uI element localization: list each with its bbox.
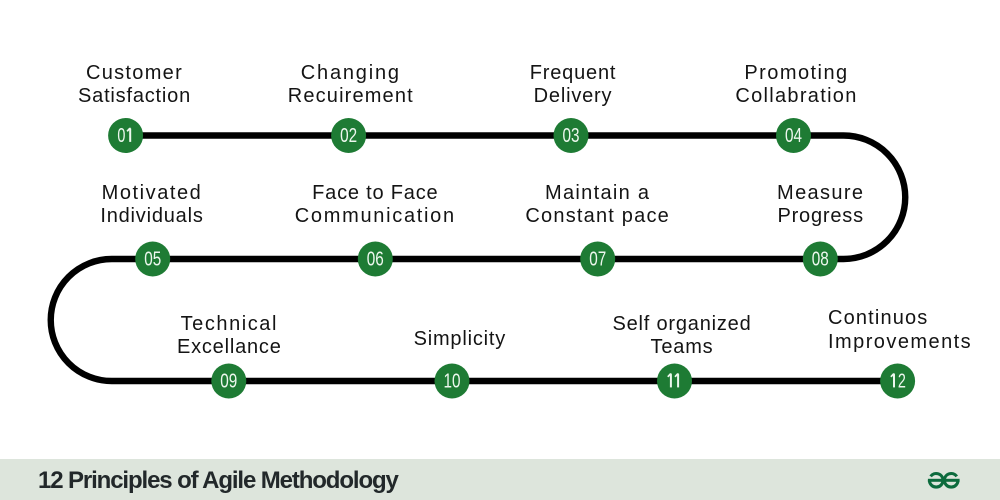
svg-text:07: 07	[589, 248, 606, 270]
svg-text:04: 04	[785, 125, 802, 147]
svg-text:09: 09	[220, 370, 237, 392]
svg-text:08: 08	[812, 248, 829, 270]
svg-text:0: 0	[117, 125, 125, 147]
svg-text:2: 2	[898, 370, 906, 392]
svg-text:06: 06	[367, 248, 384, 270]
svg-text:05: 05	[144, 248, 161, 270]
svg-text:02: 02	[340, 125, 357, 147]
svg-text:10: 10	[444, 370, 461, 392]
svg-text:03: 03	[563, 125, 580, 147]
